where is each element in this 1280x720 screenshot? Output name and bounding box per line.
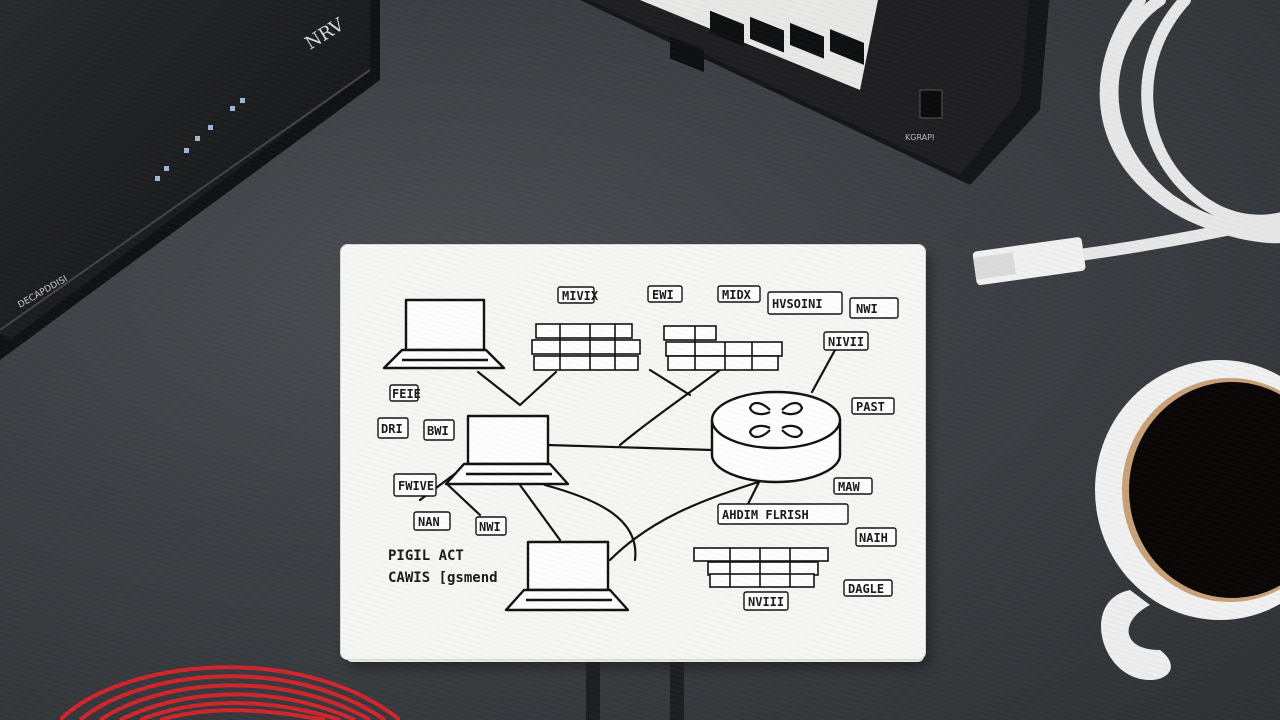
router-device: NRV DECAPDDISI bbox=[0, 0, 380, 360]
sketch-label: FEIE bbox=[392, 387, 421, 401]
coffee-surface bbox=[1129, 382, 1280, 598]
link-router-table bbox=[618, 368, 722, 447]
ethernet-cable-coil bbox=[972, 0, 1280, 286]
sketch-label: NAIH bbox=[859, 531, 888, 545]
laptop-icon bbox=[382, 298, 506, 370]
sketch-label: HVSOINI bbox=[772, 297, 823, 311]
switch-side-label: KGRAPI bbox=[905, 133, 934, 142]
bookmark-ribbon bbox=[586, 658, 600, 720]
sketch-note: PIGIL ACT bbox=[388, 548, 464, 564]
sketch-note: CAWIS [gsmend bbox=[388, 570, 498, 586]
sketch-label: NAN bbox=[418, 515, 440, 529]
sketch-label: AHDIM FLRISH bbox=[722, 508, 809, 522]
sketch-label: PAST bbox=[856, 400, 885, 414]
sketch-label: FWIVE bbox=[398, 479, 434, 493]
mug-handle bbox=[1101, 590, 1171, 680]
link-router-right bbox=[810, 348, 837, 394]
sketch-label: NIVII bbox=[828, 335, 864, 349]
sketch-label: DRI bbox=[381, 422, 403, 436]
switch-power-port bbox=[919, 89, 943, 119]
laptop-icon bbox=[444, 414, 570, 486]
link-laptop1-laptop2 bbox=[476, 370, 558, 407]
sketch-label: MAW bbox=[838, 480, 860, 494]
switch-ports bbox=[670, 10, 864, 73]
sketch-label: DAGLE bbox=[848, 582, 884, 596]
link-router-laptop3 bbox=[608, 478, 767, 562]
sketch-label: NVIII bbox=[748, 595, 784, 609]
link-laptop2-curve bbox=[543, 483, 637, 562]
bookmark-ribbon bbox=[670, 658, 684, 720]
sketch-label: MIDX bbox=[722, 288, 752, 302]
sketch-label: NWI bbox=[856, 302, 878, 316]
router-status-leds bbox=[155, 98, 245, 181]
routing-table-left bbox=[531, 323, 641, 371]
sketch-label: NWI bbox=[479, 520, 501, 534]
rj45-connector bbox=[972, 237, 1086, 286]
link-table-router bbox=[648, 368, 692, 397]
routing-table-right bbox=[663, 325, 783, 371]
link-laptop2-router bbox=[546, 443, 714, 452]
red-cable bbox=[60, 665, 400, 720]
coffee-mug bbox=[1095, 360, 1280, 680]
sketch-label: BWI bbox=[427, 424, 449, 438]
sketch-label: EWI bbox=[652, 288, 674, 302]
routing-table-lower bbox=[693, 547, 829, 588]
network-switch: KGRAPI bbox=[580, 0, 1050, 185]
link-laptop2-laptop3 bbox=[518, 483, 562, 542]
laptop-icon bbox=[504, 540, 630, 612]
sketch-label: MIVIX bbox=[562, 289, 599, 303]
router-icon bbox=[710, 390, 842, 484]
